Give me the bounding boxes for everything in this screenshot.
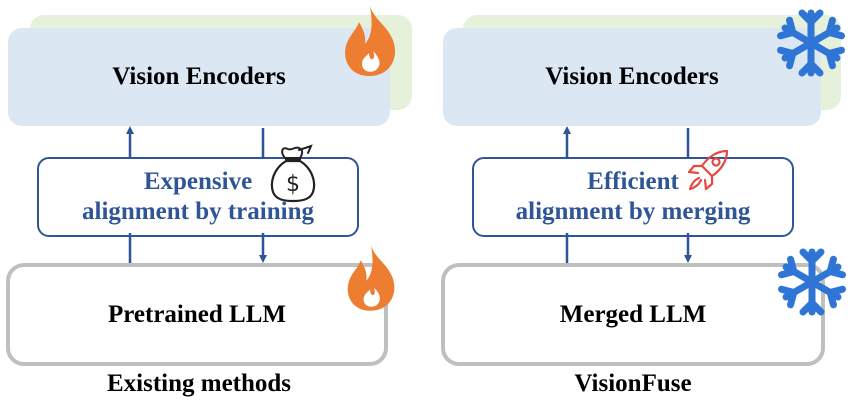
left-caption-text: Existing methods bbox=[106, 370, 292, 397]
right-alignment-line2: alignment by merging bbox=[515, 198, 751, 225]
right-caption: VisionFuse bbox=[443, 370, 823, 398]
right-llm-label: Merged LLM bbox=[559, 300, 707, 328]
right-llm-box: Merged LLM bbox=[441, 263, 825, 366]
snowflake-icon bbox=[777, 9, 845, 77]
svg-text:$: $ bbox=[286, 172, 300, 197]
right-alignment-line1: Efficient bbox=[587, 168, 679, 195]
left-vision-encoders-box: Vision Encoders bbox=[8, 28, 390, 126]
left-alignment-line2: alignment by training bbox=[82, 198, 314, 225]
left-llm-label: Pretrained LLM bbox=[108, 300, 286, 328]
right-caption-text: VisionFuse bbox=[574, 370, 692, 397]
left-alignment-line1: Expensive bbox=[143, 168, 253, 195]
right-vision-encoders-label: Vision Encoders bbox=[545, 63, 719, 90]
snowflake-icon bbox=[778, 248, 846, 316]
left-caption: Existing methods bbox=[8, 370, 390, 398]
right-vision-encoders-box: Vision Encoders bbox=[443, 28, 821, 126]
right-alignment-box: Efficient alignment by merging bbox=[472, 157, 794, 237]
fire-icon bbox=[347, 245, 395, 311]
left-llm-box: Pretrained LLM bbox=[6, 263, 388, 366]
fire-icon bbox=[345, 6, 396, 77]
money-bag-icon: $ bbox=[270, 144, 316, 203]
rocket-icon bbox=[687, 149, 729, 191]
left-vision-encoders-label: Vision Encoders bbox=[112, 63, 286, 90]
